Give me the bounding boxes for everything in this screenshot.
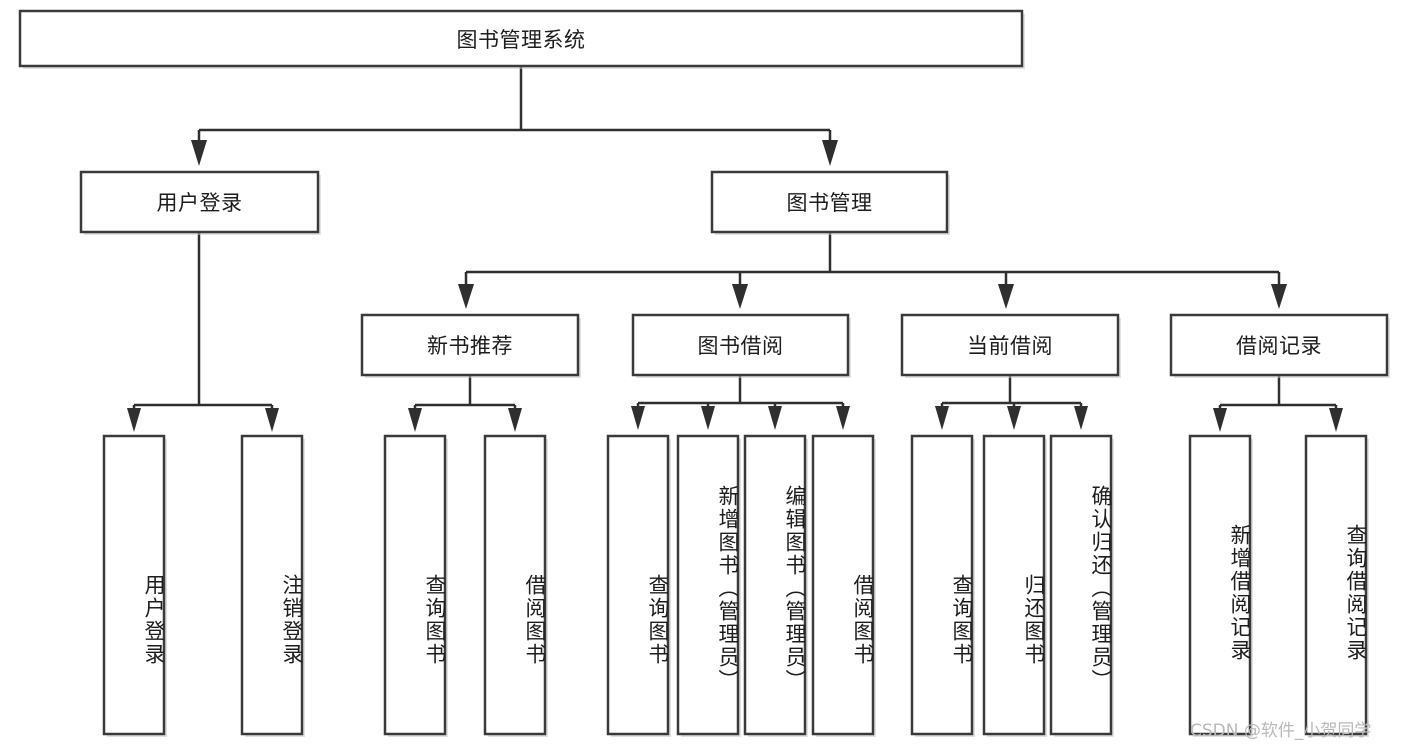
arrow-head-user-login: [191, 140, 207, 166]
node-box-current-borrow[interactable]: [900, 313, 1120, 377]
arrow-head-leaf-query-book-2: [631, 406, 645, 430]
arrow-head-book-borrow: [732, 284, 748, 309]
node-box-leaf-user-login[interactable]: [102, 434, 166, 736]
arrow-head-borrow-record: [1271, 284, 1287, 309]
arrow-head-leaf-add-book: [701, 406, 715, 430]
node-box-leaf-query-book-3[interactable]: [910, 434, 974, 736]
connector-group-new-book-rec: [408, 375, 522, 432]
node-box-new-book-rec[interactable]: [360, 313, 580, 377]
connector-group-root: [191, 66, 838, 166]
node-box-leaf-query-book-2[interactable]: [606, 434, 670, 736]
node-box-book-borrow[interactable]: [631, 313, 850, 377]
arrow-head-book-manage: [822, 140, 838, 166]
node-box-leaf-borrow-book-2[interactable]: [811, 434, 875, 736]
arrow-head-current-borrow: [998, 284, 1014, 309]
node-box-leaf-return-book[interactable]: [982, 434, 1046, 736]
arrow-head-leaf-query-record: [1329, 408, 1343, 432]
node-box-leaf-logout[interactable]: [240, 434, 304, 736]
arrow-head-leaf-user-login: [127, 408, 141, 432]
arrow-head-leaf-query-book-3: [935, 406, 949, 430]
node-box-book-manage[interactable]: [710, 170, 949, 234]
arrow-head-leaf-return-book: [1007, 406, 1021, 430]
node-boxes: [18, 9, 1390, 737]
arrow-head-leaf-query-book-1: [408, 408, 422, 432]
arrow-head-leaf-logout: [265, 408, 279, 432]
connector-group-book-borrow: [631, 375, 850, 430]
arrow-head-leaf-borrow-book-2: [836, 406, 850, 430]
connector-group-book-manage: [458, 232, 1287, 309]
connector-group-current-borrow: [935, 375, 1088, 430]
connector-group-user-login: [127, 232, 279, 432]
connector-group-borrow-record: [1213, 375, 1343, 432]
node-box-leaf-query-record[interactable]: [1304, 434, 1368, 736]
node-box-leaf-confirm-return[interactable]: [1049, 434, 1113, 736]
node-box-user-login[interactable]: [79, 170, 320, 234]
node-box-borrow-record[interactable]: [1169, 313, 1389, 377]
node-box-leaf-query-book-1[interactable]: [383, 434, 447, 736]
node-box-leaf-add-record[interactable]: [1188, 434, 1252, 736]
node-box-root[interactable]: [18, 9, 1024, 68]
arrow-head-new-book-rec: [458, 284, 474, 309]
arrow-head-leaf-confirm-return: [1074, 406, 1088, 430]
node-box-leaf-borrow-book-1[interactable]: [483, 434, 547, 736]
arrow-head-leaf-add-record: [1213, 408, 1227, 432]
node-box-leaf-add-book[interactable]: [676, 434, 740, 736]
arrow-head-leaf-edit-book: [768, 406, 782, 430]
arrow-head-leaf-borrow-book-1: [508, 408, 522, 432]
node-box-leaf-edit-book[interactable]: [743, 434, 807, 736]
